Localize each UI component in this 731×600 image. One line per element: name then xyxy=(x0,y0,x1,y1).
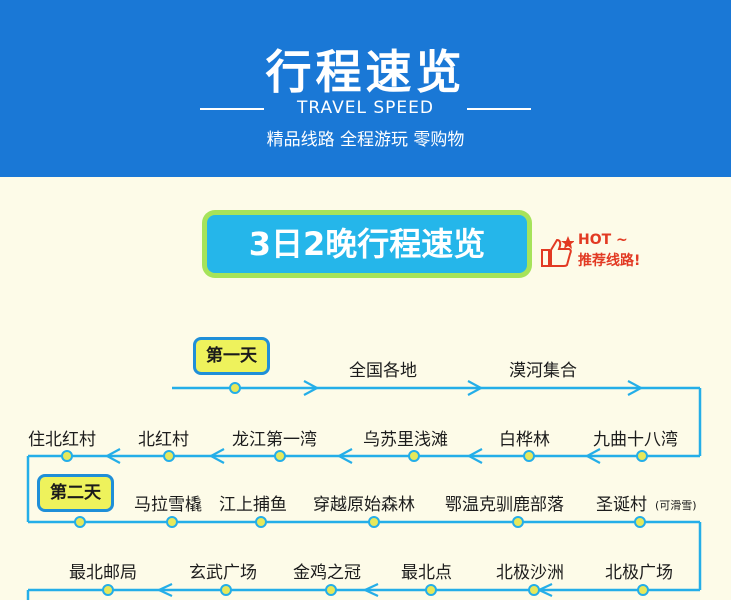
stop-label: 金鸡之冠 xyxy=(293,563,361,583)
route-dot xyxy=(166,516,178,528)
stop-label: 鄂温克驯鹿部落 xyxy=(445,495,564,515)
tagline: 精品线路 全程游玩 零购物 xyxy=(266,130,465,150)
stop-label: 北红村 xyxy=(138,430,189,450)
divider-line-right xyxy=(467,108,531,110)
stop-label: 北极广场 xyxy=(605,563,673,583)
stop-label: 九曲十八湾 xyxy=(593,430,678,450)
route-dot xyxy=(255,516,267,528)
route-dot xyxy=(425,584,437,596)
route-dot xyxy=(636,450,648,462)
stop-note: (可滑雪) xyxy=(655,499,697,512)
header-banner: 行程速览 TRAVEL SPEED 精品线路 全程游玩 零购物 xyxy=(0,0,731,177)
route-dot xyxy=(325,584,337,596)
stop-label: 全国各地 xyxy=(349,361,417,381)
day1-badge: 第一天 xyxy=(193,337,270,375)
stop-label: 漠河集合 xyxy=(509,361,577,381)
stop-label: 穿越原始森林 xyxy=(313,495,415,515)
route-dot xyxy=(102,584,114,596)
subtitle-en: TRAVEL SPEED xyxy=(297,98,434,118)
hot-label: HOT ~ xyxy=(578,232,628,248)
route-dot xyxy=(512,516,524,528)
stop-label: 白桦林 xyxy=(499,430,550,450)
route-dot xyxy=(528,584,540,596)
page-title: 行程速览 xyxy=(265,45,466,99)
route-dot xyxy=(229,382,241,394)
route-dot xyxy=(74,516,86,528)
route-dot xyxy=(220,584,232,596)
route-dot xyxy=(523,450,535,462)
route-dot xyxy=(408,450,420,462)
itinerary-tag-label: 3日2晚行程速览 xyxy=(248,225,486,263)
route-dot xyxy=(368,516,380,528)
route-dot xyxy=(163,450,175,462)
hot-sub-label: 推荐线路! xyxy=(578,253,641,269)
route-dot xyxy=(637,584,649,596)
day2-badge: 第二天 xyxy=(37,474,114,512)
stop-label: 江上捕鱼 xyxy=(219,495,287,515)
divider-line-left xyxy=(200,108,264,110)
route-dot xyxy=(61,450,73,462)
thumbs-up-icon xyxy=(541,236,574,267)
route-dot xyxy=(634,516,646,528)
itinerary-tag: 3日2晚行程速览 xyxy=(207,215,527,273)
stop-label: 龙江第一湾 xyxy=(232,430,317,450)
stop-label: 住北红村 xyxy=(28,430,96,450)
stop-label: 乌苏里浅滩 xyxy=(363,430,448,450)
stop-label: 北极沙洲 xyxy=(496,563,564,583)
route-dot xyxy=(274,450,286,462)
stop-label: 玄武广场 xyxy=(189,563,257,583)
stop-label: 最北邮局 xyxy=(69,563,137,583)
hot-badge: HOT ~ 推荐线路! xyxy=(540,228,650,272)
stop-label: 圣诞村 xyxy=(596,495,647,515)
stop-label: 马拉雪橇 xyxy=(134,495,202,515)
stop-label: 最北点 xyxy=(401,563,452,583)
